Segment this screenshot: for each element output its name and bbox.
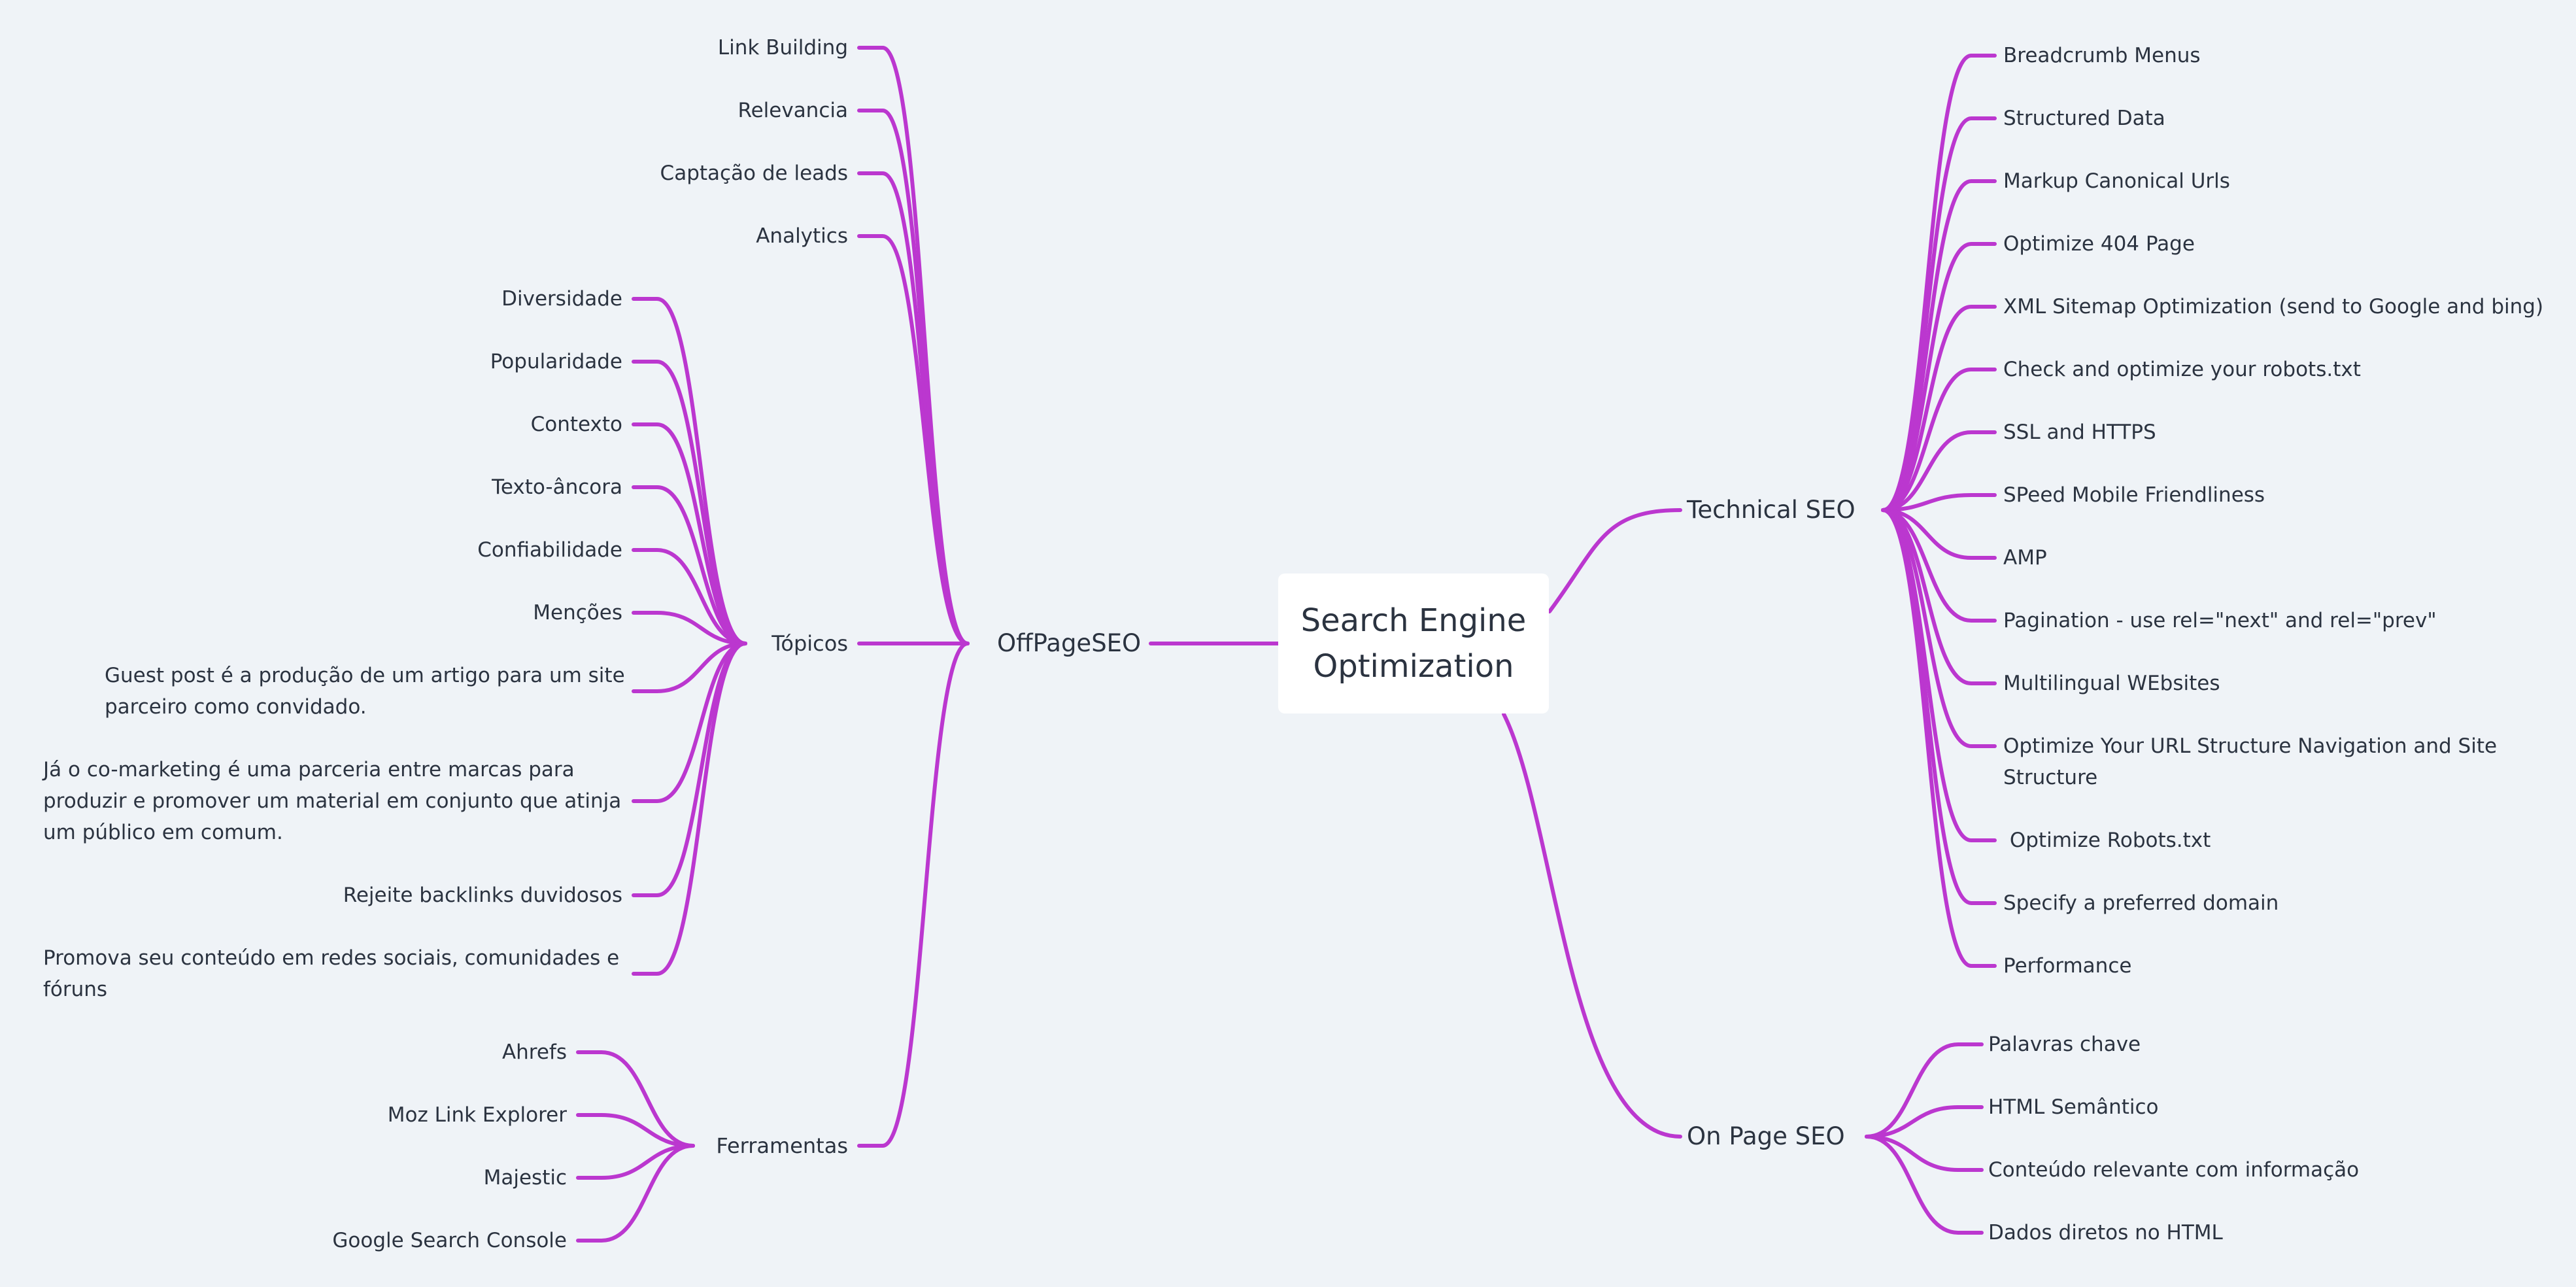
technical-item-ssl-https[interactable]: SSL and HTTPS bbox=[2003, 420, 2156, 444]
connector-topicos-item-0 bbox=[632, 297, 747, 645]
topicos-item-texto-ancora[interactable]: Texto-âncora bbox=[492, 475, 622, 499]
topicos-item-rejeite-backlinks[interactable]: Rejeite backlinks duvidosos bbox=[343, 884, 622, 907]
offpage-item-captacao-de-leads[interactable]: Captação de leads bbox=[660, 162, 848, 185]
connector-technical-item-6 bbox=[1881, 430, 1997, 512]
topicos-item-co-marketing[interactable]: Já o co-marketing é uma parceria entre m… bbox=[43, 758, 622, 844]
connector-ferramentas-item-3 bbox=[576, 1144, 695, 1243]
branch-offpage-seo[interactable]: OffPageSEO bbox=[997, 629, 1142, 657]
onpage-item-html-semantico[interactable]: HTML Semântico bbox=[1988, 1095, 2159, 1119]
technical-item-url-structure[interactable]: Optimize Your URL Structure Navigation a… bbox=[2003, 734, 2498, 789]
connector-topicos-item-4 bbox=[632, 548, 747, 645]
technical-item-structured-data[interactable]: Structured Data bbox=[2003, 107, 2165, 130]
topicos-item-popularidade[interactable]: Popularidade bbox=[490, 350, 622, 373]
connector-technical-item-3 bbox=[1881, 242, 1997, 512]
connector-topicos-item-3 bbox=[632, 485, 747, 645]
ferramentas-item-majestic[interactable]: Majestic bbox=[483, 1166, 567, 1190]
branch-on-page-seo[interactable]: On Page SEO bbox=[1687, 1122, 1845, 1150]
connector-technical-item-5 bbox=[1881, 368, 1997, 512]
connector-offpage-ferramentas bbox=[857, 642, 970, 1148]
technical-item-markup-canonical-urls[interactable]: Markup Canonical Urls bbox=[2003, 169, 2230, 193]
root-label-line-1: Search Engine bbox=[1300, 602, 1527, 639]
connector-technical-item-11 bbox=[1881, 508, 1997, 748]
connector-offpage-direct-3 bbox=[857, 234, 970, 645]
offpage-item-link-building[interactable]: Link Building bbox=[717, 36, 848, 60]
ferramentas-item-google-search-console[interactable]: Google Search Console bbox=[332, 1229, 567, 1252]
technical-item-optimize-robots[interactable]: Optimize Robots.txt bbox=[2003, 829, 2211, 852]
connector-technical-item-4 bbox=[1881, 305, 1997, 512]
technical-item-performance[interactable]: Performance bbox=[2003, 954, 2132, 978]
onpage-item-palavras-chave[interactable]: Palavras chave bbox=[1988, 1033, 2141, 1056]
connector-topicos-item-6 bbox=[632, 642, 747, 693]
onpage-item-conteudo-relevante[interactable]: Conteúdo relevante com informação bbox=[1988, 1158, 2360, 1182]
technical-item-breadcrumb-menus[interactable]: Breadcrumb Menus bbox=[2003, 44, 2201, 67]
technical-item-amp[interactable]: AMP bbox=[2003, 546, 2047, 570]
connector-technical-item-0 bbox=[1881, 54, 1997, 512]
onpage-item-dados-diretos[interactable]: Dados diretos no HTML bbox=[1988, 1221, 2223, 1244]
technical-item-robots-txt-check[interactable]: Check and optimize your robots.txt bbox=[2003, 358, 2361, 381]
connector-onpage-item-2 bbox=[1865, 1135, 1984, 1172]
connector-ferramentas-item-0 bbox=[576, 1050, 695, 1148]
connector-onpage-item-0 bbox=[1865, 1042, 1984, 1139]
connector-topicos-item-9 bbox=[632, 642, 747, 976]
connector-onpage-item-1 bbox=[1865, 1105, 1984, 1139]
branch-technical-seo[interactable]: Technical SEO bbox=[1687, 496, 1856, 524]
offpage-topicos[interactable]: Tópicos bbox=[771, 631, 848, 656]
connector-topicos-item-5 bbox=[632, 611, 747, 645]
root-label-line-2: Optimization bbox=[1313, 648, 1514, 685]
connector-ferramentas-item-1 bbox=[576, 1113, 695, 1148]
connector-onpage-item-3 bbox=[1865, 1135, 1984, 1235]
technical-item-speed-mobile[interactable]: SPeed Mobile Friendliness bbox=[2003, 483, 2265, 507]
root-node[interactable]: Search Engine Optimization bbox=[1278, 574, 1549, 713]
ferramentas-item-ahrefs[interactable]: Ahrefs bbox=[501, 1040, 567, 1064]
connector-technical-item-14 bbox=[1881, 508, 1997, 968]
connector-technical-item-8 bbox=[1881, 508, 1997, 560]
offpage-item-analytics[interactable]: Analytics bbox=[756, 224, 848, 248]
topicos-item-guest-post[interactable]: Guest post é a produção de um artigo par… bbox=[105, 664, 625, 719]
topicos-item-mencoes[interactable]: Menções bbox=[533, 601, 622, 625]
topicos-item-promova-conteudo[interactable]: Promova seu conteúdo em redes sociais, c… bbox=[43, 946, 620, 1001]
technical-item-xml-sitemap[interactable]: XML Sitemap Optimization (send to Google… bbox=[2003, 295, 2544, 318]
connector-topicos-item-1 bbox=[632, 360, 747, 645]
technical-item-pagination[interactable]: Pagination - use rel="next" and rel="pre… bbox=[2003, 609, 2437, 632]
connector-technical-item-7 bbox=[1881, 493, 1997, 512]
offpage-item-relevancia[interactable]: Relevancia bbox=[737, 99, 848, 122]
connector-root-onpage bbox=[1502, 712, 1682, 1139]
ferramentas-item-moz-link-explorer[interactable]: Moz Link Explorer bbox=[387, 1103, 567, 1127]
connector-topicos-item-2 bbox=[632, 422, 747, 645]
topicos-item-contexto[interactable]: Contexto bbox=[530, 413, 622, 436]
technical-item-optimize-404-page[interactable]: Optimize 404 Page bbox=[2003, 232, 2195, 256]
root-label: Search Engine Optimization bbox=[1301, 598, 1527, 689]
connector-topicos-item-7 bbox=[632, 642, 747, 803]
connector-root-technical bbox=[1548, 508, 1682, 613]
connector-technical-item-9 bbox=[1881, 508, 1997, 623]
topicos-item-confiabilidade[interactable]: Confiabilidade bbox=[477, 538, 622, 562]
topicos-item-diversidade[interactable]: Diversidade bbox=[501, 287, 622, 311]
connector-ferramentas-item-2 bbox=[576, 1144, 695, 1180]
offpage-ferramentas[interactable]: Ferramentas bbox=[716, 1133, 848, 1158]
technical-item-multilingual[interactable]: Multilingual WEbsites bbox=[2003, 672, 2220, 695]
technical-item-preferred-domain[interactable]: Specify a preferred domain bbox=[2003, 891, 2279, 915]
